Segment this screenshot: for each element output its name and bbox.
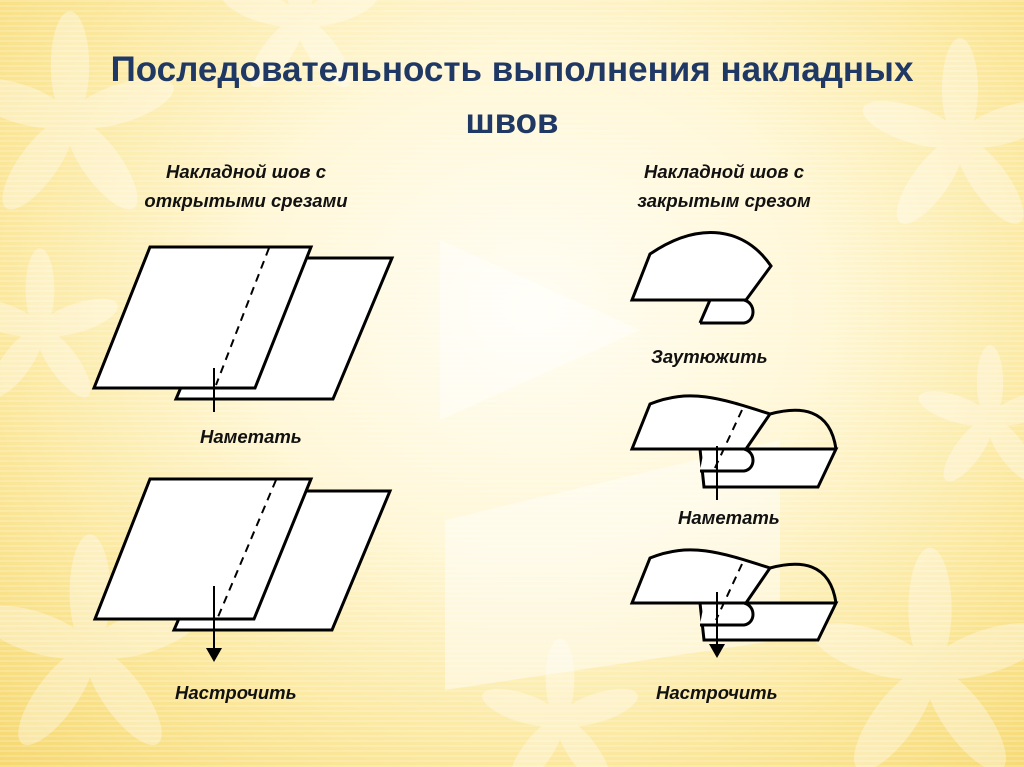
closed-seam-tack-diagram [629,394,839,500]
top-fabric-layer [91,245,314,390]
tack-stitch-line [215,247,270,386]
left-heading-line-1: Накладной шов с [166,161,326,182]
left-column-heading: Накладной шов с открытыми срезами [96,157,396,215]
fold-line [698,299,712,324]
stitch-line [715,563,743,621]
open-seam-stitch-diagram [92,477,393,662]
title-line-2: швов [465,102,559,141]
folded-edge [700,447,755,473]
right-step1-label: Заутюжить [651,346,768,367]
page-title: Последовательность выполнения накладных … [0,44,1024,148]
left-heading-line-2: открытыми срезами [144,190,348,211]
folded-edge [700,601,755,627]
fabric-piece [629,231,773,302]
needle-arrow-head [709,644,725,658]
right-heading-line-2: закрытым срезом [637,190,811,211]
right-step3-label: Настрочить [656,682,778,703]
title-line-1: Последовательность выполнения накладных [110,50,914,89]
tack-stitch-line [713,409,743,471]
left-step1-label: Наметать [200,426,302,447]
right-column-heading: Накладной шов с закрытым срезом [574,157,874,215]
fabric-piece [629,548,773,605]
bottom-fabric-edge [769,562,838,604]
bottom-fabric-edge [769,408,838,450]
right-heading-line-1: Накладной шов с [644,161,804,182]
left-step2-label: Настрочить [175,682,297,703]
needle-arrow-head [206,648,222,662]
right-step2-label: Наметать [678,507,780,528]
fabric-piece [629,394,773,451]
closed-seam-stitch-diagram [629,548,839,658]
closed-seam-press-diagram [629,231,773,325]
open-seam-tack-diagram [91,245,395,412]
stitch-line [217,479,277,618]
top-fabric-layer [92,477,314,621]
